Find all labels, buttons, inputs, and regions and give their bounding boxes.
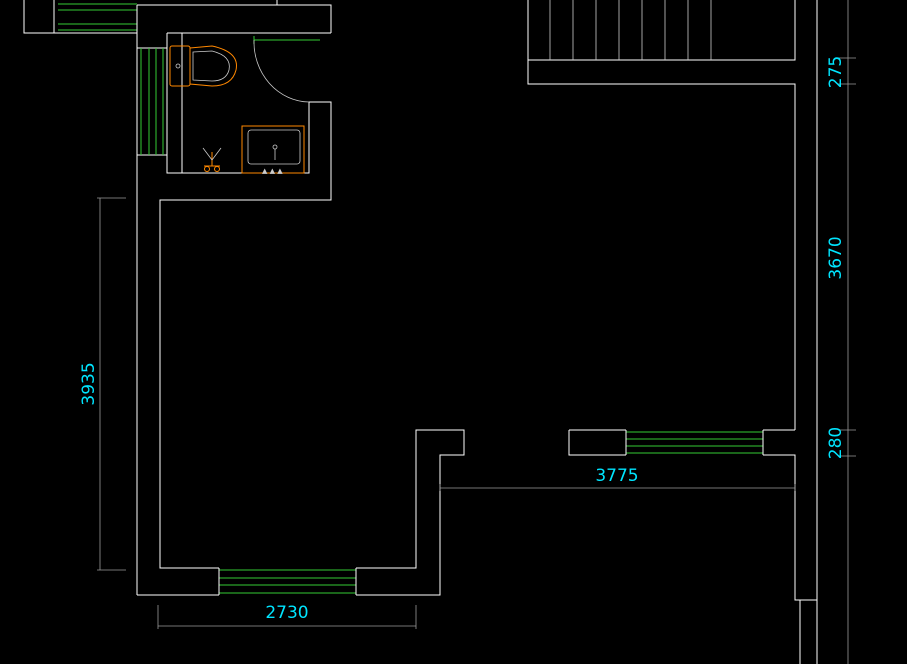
main-room-walls xyxy=(137,0,818,664)
dimension-label-bottom-left: 2730 xyxy=(265,603,308,623)
svg-text:▲ ▲ ▲: ▲ ▲ ▲ xyxy=(262,167,283,175)
bottom-window xyxy=(218,568,357,595)
staircase xyxy=(527,0,712,60)
dimension-label-right-middle: 3670 xyxy=(826,236,846,279)
dimension-label-right-top: 275 xyxy=(826,56,846,88)
bathroom-side-window xyxy=(140,48,164,155)
bathroom-walls xyxy=(136,4,332,595)
dimension-label-middle: 3775 xyxy=(595,466,638,486)
dimension-lines xyxy=(97,0,856,664)
right-window xyxy=(625,430,764,455)
floor-drain-fixture xyxy=(202,147,222,172)
toilet-fixture xyxy=(169,45,237,87)
dimension-label-right-bottom: 280 xyxy=(826,427,846,459)
dimension-label-left: 3935 xyxy=(79,362,99,405)
bathroom-door xyxy=(253,36,320,103)
sink-fixture: ▲ ▲ ▲ xyxy=(241,125,305,175)
